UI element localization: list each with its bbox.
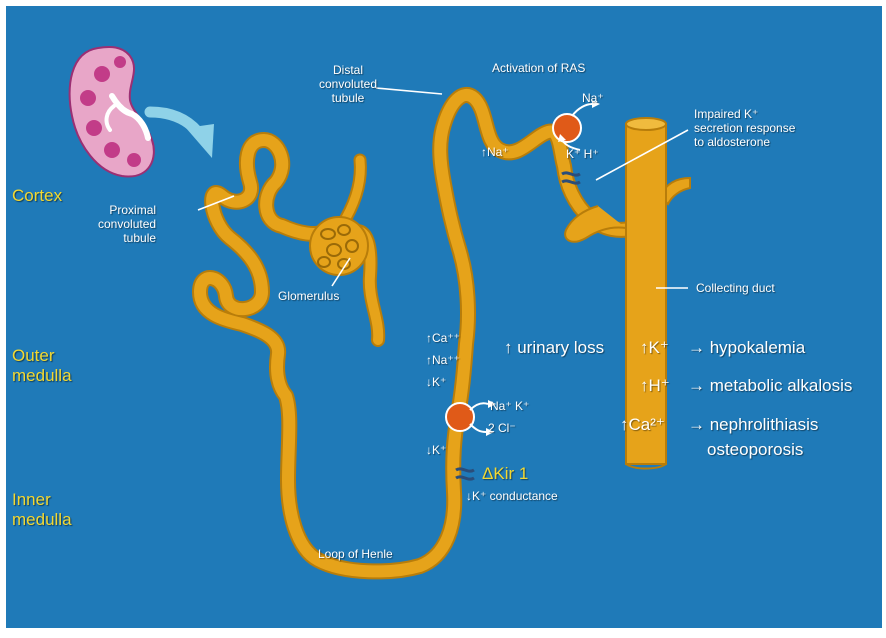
osteoporosis-label: osteoporosis: [707, 440, 803, 460]
ca-increase-outcome: ↑Ca²⁺: [620, 415, 665, 435]
region-label-cortex: Cortex: [12, 186, 62, 206]
kir-label: ΔKir 1: [482, 464, 528, 484]
loop-of-henle-label: Loop of Henle: [318, 548, 393, 562]
activation-ras-label: Activation of RAS: [492, 62, 585, 76]
h-increase-outcome: ↑H⁺: [640, 376, 670, 396]
impaired-k-label: Impaired K⁺ secretion response to aldost…: [694, 108, 795, 149]
pump-ion-label-2: 2 Cl⁻: [488, 422, 516, 436]
region-label-outer-medulla: Outer medulla: [12, 346, 72, 385]
k-h-label: K⁺ H⁺: [566, 148, 599, 162]
proximal-tubule-label: Proximal convoluted tubule: [98, 204, 156, 245]
distal-tubule-label: Distal convoluted tubule: [308, 64, 388, 105]
nephrolithiasis-label: → nephrolithiasis: [688, 415, 818, 435]
hypokalemia-label: → hypokalemia: [688, 338, 805, 358]
k-decrease-label-1: ↓K⁺: [426, 376, 446, 390]
k-conductance-label: ↓K⁺ conductance: [466, 490, 558, 504]
k-decrease-label-2: ↓K⁺: [426, 444, 446, 458]
glomerulus-icon: [310, 217, 368, 275]
alkalosis-label: → metabolic alkalosis: [688, 376, 852, 396]
na-increase-loop: ↑Na⁺⁺: [426, 354, 460, 368]
pump-icon: [553, 114, 581, 142]
pump-icon: [446, 403, 474, 431]
na-increase-distal: ↑Na⁺: [481, 146, 509, 160]
na-out-label: Na⁺: [582, 92, 604, 106]
urinary-loss-label: ↑ urinary loss: [504, 338, 604, 358]
glomerulus-label: Glomerulus: [278, 290, 339, 304]
pump-ion-label-1: Na⁺ K⁺: [490, 400, 529, 414]
collecting-duct-label: Collecting duct: [696, 282, 775, 296]
k-increase-outcome: ↑K⁺: [640, 338, 669, 358]
region-label-inner-medulla: Inner medulla: [12, 490, 72, 529]
ca-increase-label: ↑Ca⁺⁺: [426, 332, 460, 346]
